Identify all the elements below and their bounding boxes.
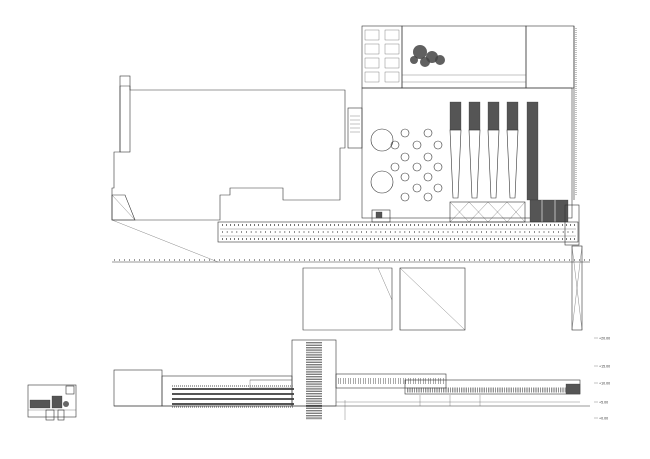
section-elevation — [113, 339, 590, 420]
elev-tower — [291, 339, 337, 407]
silo-south — [370, 170, 394, 194]
level-label: +15.00 — [599, 365, 610, 369]
elev-block-west — [113, 369, 163, 407]
level-label: +10.00 — [599, 382, 610, 386]
elev-block-seating — [161, 375, 293, 407]
silo-north — [370, 128, 394, 152]
crossed-boxes — [449, 199, 569, 223]
silos — [370, 128, 394, 194]
round-tables — [390, 128, 443, 202]
east-tower — [571, 245, 583, 331]
level-mark: +15.00 — [594, 365, 610, 369]
key-plan — [27, 384, 77, 421]
elev-seating-hatch — [172, 385, 294, 408]
stair-block — [347, 107, 363, 149]
north-rooms — [364, 29, 400, 83]
level-label: +20.00 — [599, 337, 610, 341]
court-block — [361, 87, 573, 219]
level-mark: +0.00 — [594, 417, 608, 421]
site-plan — [111, 25, 590, 331]
elev-bridge — [335, 373, 447, 389]
level-mark: +5.00 — [594, 401, 608, 405]
north-east-block — [525, 25, 575, 89]
level-label: +0.00 — [599, 417, 608, 421]
elev-east-block — [404, 379, 581, 395]
long-bars — [449, 101, 539, 201]
level-mark: +10.00 — [594, 382, 610, 386]
tree-cluster — [410, 45, 445, 67]
level-label: +5.00 — [599, 401, 608, 405]
hall-north-wing — [119, 75, 131, 153]
level-marks: +20.00 +15.00 +10.00 +5.00 +0.00 — [594, 337, 610, 421]
level-mark: +20.00 — [594, 337, 610, 341]
south-gallery — [217, 204, 580, 246]
north-room-cluster — [361, 25, 403, 89]
south-annex-left — [302, 267, 393, 331]
main-hall-outline — [111, 85, 346, 221]
